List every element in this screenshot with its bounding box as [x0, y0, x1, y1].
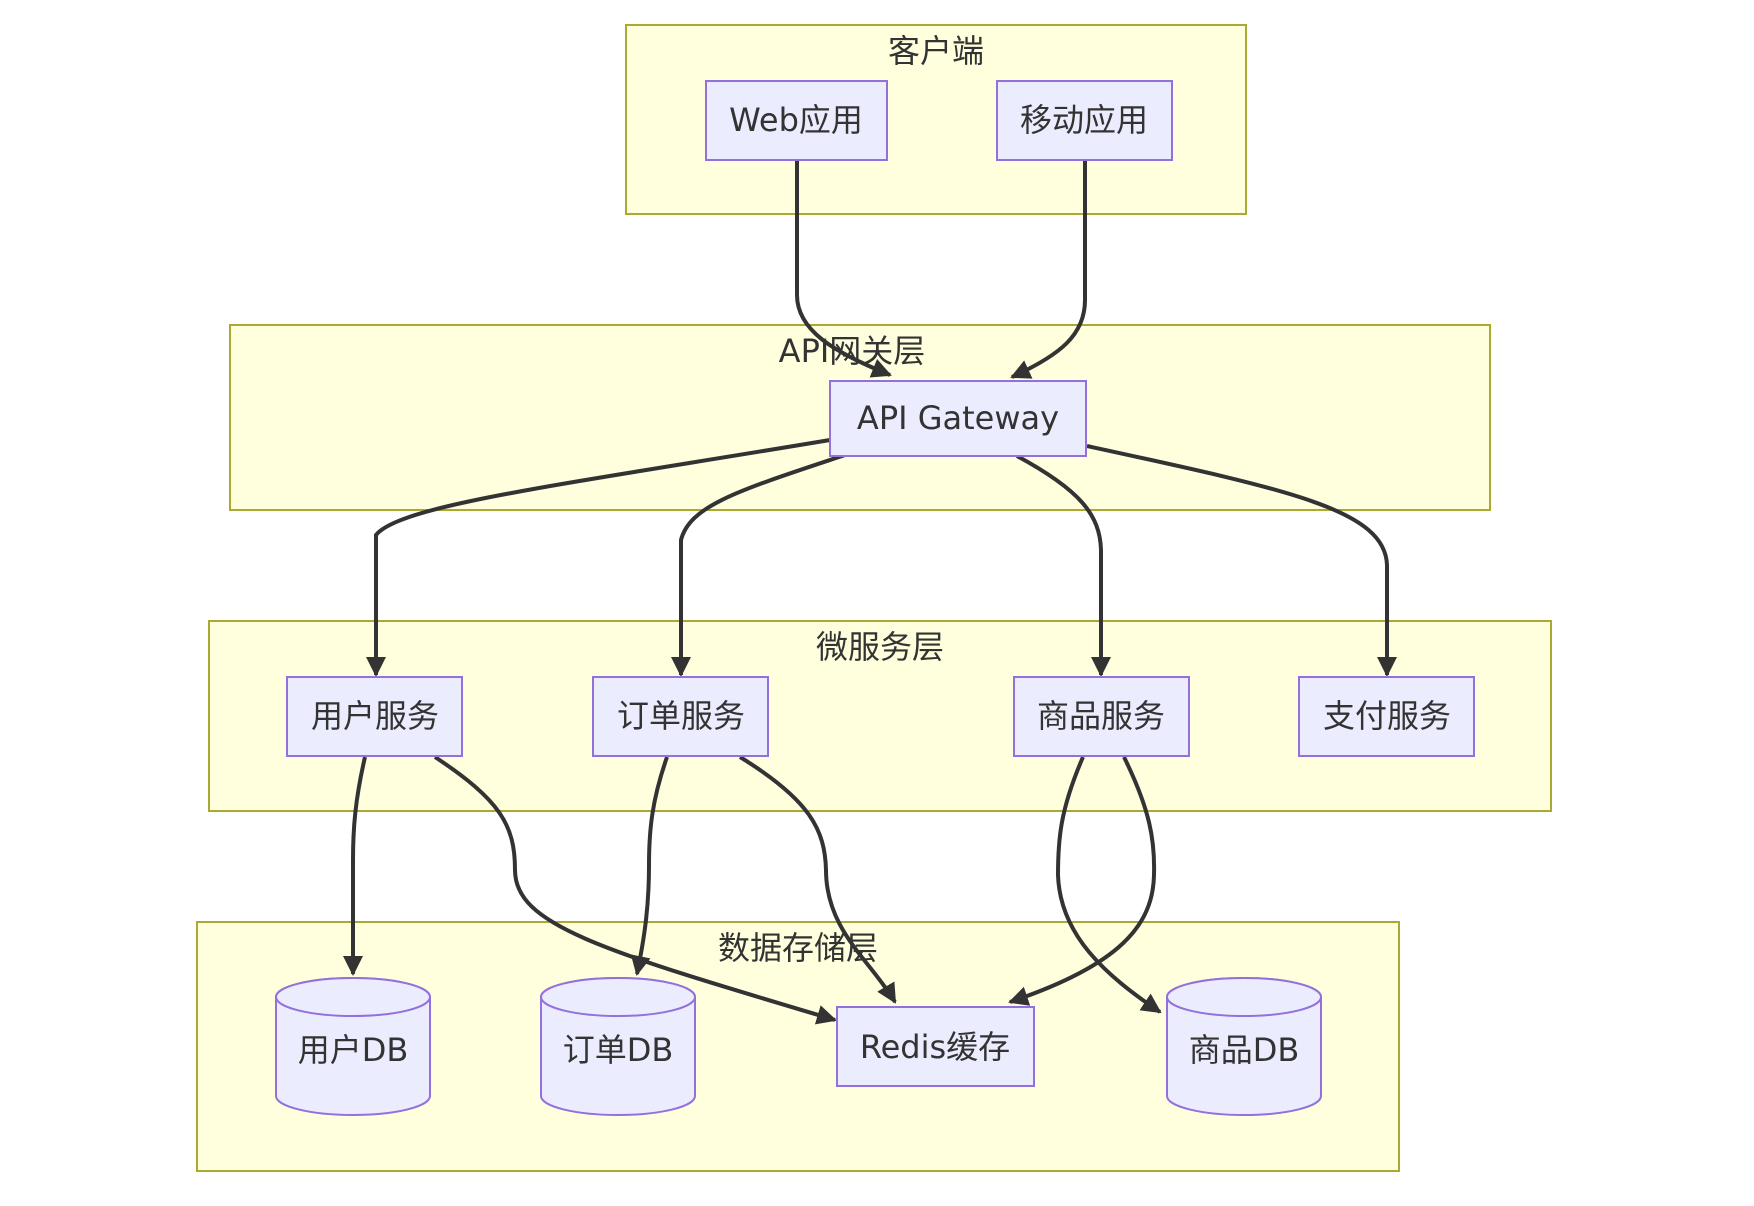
edge-product-service-to-product-db	[1055, 756, 1162, 1014]
node-redis-cache-label: Redis缓存	[860, 1028, 1010, 1066]
node-web-app-label: Web应用	[729, 101, 863, 139]
edge-gateway-to-user-service	[366, 438, 831, 677]
node-mobile-app-label: 移动应用	[1020, 101, 1148, 139]
node-order-service-label: 订单服务	[617, 697, 745, 735]
edge-user-service-to-redis	[433, 755, 837, 1025]
edge-gateway-to-payment-service	[1086, 444, 1397, 677]
edge-order-service-to-order-db	[630, 756, 669, 976]
node-product-service: 商品服务	[1013, 676, 1190, 757]
node-order-db-label: 订单DB	[563, 1031, 674, 1069]
node-order-db: 订单DB	[540, 977, 696, 1116]
node-product-db-label: 商品DB	[1189, 1031, 1300, 1069]
node-user-db: 用户DB	[275, 977, 431, 1116]
node-user-db-label: 用户DB	[298, 1031, 409, 1069]
edge-user-service-to-user-db	[343, 756, 367, 976]
node-api-gateway: API Gateway	[829, 380, 1087, 457]
cluster-client-title: 客户端	[888, 32, 984, 70]
edge-order-service-to-redis	[738, 755, 897, 1004]
node-payment-service: 支付服务	[1298, 676, 1475, 757]
cluster-services-title: 微服务层	[816, 628, 944, 666]
node-order-service: 订单服务	[592, 676, 769, 757]
edge-gateway-to-order-service	[671, 453, 846, 677]
node-mobile-app: 移动应用	[996, 80, 1173, 161]
edge-product-service-to-redis	[1008, 756, 1157, 1006]
cluster-gateway-title: API网关层	[779, 332, 926, 370]
edge-web-to-gateway	[795, 161, 892, 378]
edge-gateway-to-product-service	[1016, 454, 1111, 677]
node-product-service-label: 商品服务	[1037, 697, 1165, 735]
node-redis-cache: Redis缓存	[836, 1006, 1035, 1087]
node-web-app: Web应用	[705, 80, 888, 161]
node-api-gateway-label: API Gateway	[857, 399, 1059, 437]
node-product-db: 商品DB	[1166, 977, 1322, 1116]
node-user-service-label: 用户服务	[311, 697, 439, 735]
node-user-service: 用户服务	[286, 676, 463, 757]
cluster-storage-title: 数据存储层	[718, 929, 878, 967]
edge-mobile-to-gateway	[1010, 161, 1087, 379]
node-payment-service-label: 支付服务	[1323, 697, 1451, 735]
